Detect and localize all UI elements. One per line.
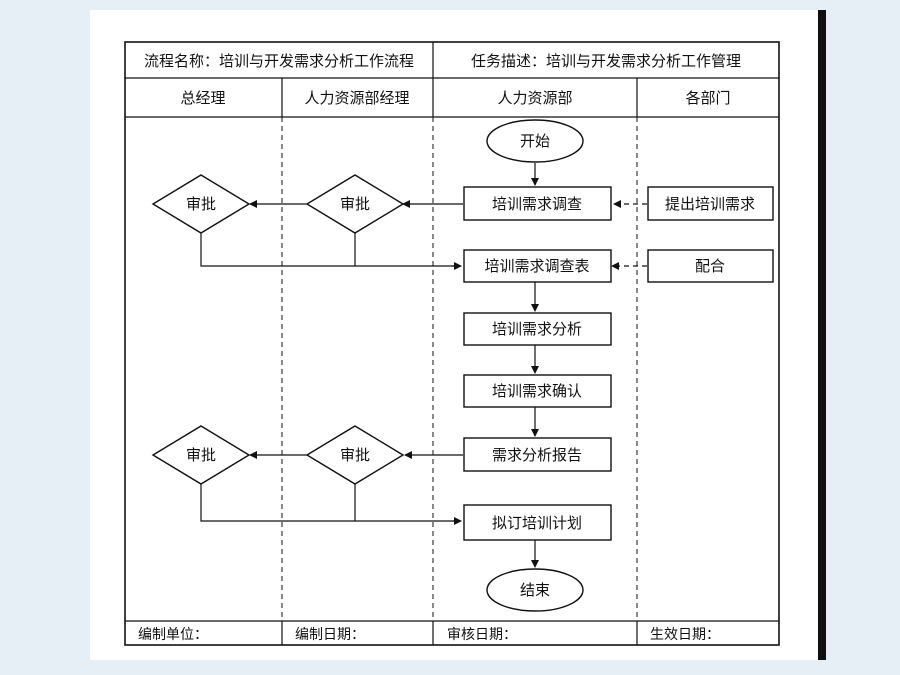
gm-approval-label-2: 审批 <box>186 446 216 464</box>
table-frame <box>124 41 780 646</box>
plan-label: 拟订培训计划 <box>492 514 582 532</box>
hrm-approval-diamond-1 <box>305 174 405 234</box>
lane-header-hr-department: 人力资源部 <box>497 89 572 107</box>
gm-approval-diamond-1 <box>151 174 251 234</box>
end-node <box>486 568 584 612</box>
end-label: 结束 <box>520 581 550 599</box>
survey-node <box>463 186 612 221</box>
footer-effective-date: 生效日期： <box>650 627 720 643</box>
process-name-label: 流程名称：培训与开发需求分析工作流程 <box>144 52 414 70</box>
footer-prepared-date: 编制日期： <box>295 627 365 643</box>
start-label: 开始 <box>520 132 550 150</box>
task-description-label: 任务描述：培训与开发需求分析工作管理 <box>471 52 741 70</box>
line-gm-approval-to-form <box>200 233 455 267</box>
propose-need-label: 提出培训需求 <box>665 195 755 213</box>
confirm-node <box>463 374 612 408</box>
report-label: 需求分析报告 <box>492 446 582 464</box>
propose-need-node <box>647 186 774 221</box>
confirm-label: 培训需求确认 <box>492 382 582 400</box>
shapes <box>151 119 774 612</box>
start-node <box>486 119 584 163</box>
gm-approval-label-1: 审批 <box>186 195 216 213</box>
hrm-approval-label-2: 审批 <box>340 446 370 464</box>
footer-unit: 编制单位： <box>138 627 208 643</box>
gm-approval-diamond-2 <box>151 425 251 485</box>
lane-header-general-manager: 总经理 <box>180 89 225 107</box>
hrm-approval-label-1: 审批 <box>340 195 370 213</box>
flowchart-sheet <box>90 10 818 660</box>
lane-dividers <box>281 117 638 621</box>
analysis-node <box>463 312 612 346</box>
lane-header-hr-manager: 人力资源部经理 <box>304 89 409 107</box>
survey-label: 培训需求调查 <box>492 195 582 213</box>
cooperate-label: 配合 <box>695 257 725 275</box>
page-edge-shadow <box>818 10 826 660</box>
hrm-approval-diamond-2 <box>305 425 405 485</box>
line-gm-approval-to-plan <box>200 484 455 522</box>
cooperate-node <box>647 249 774 283</box>
lane-header-departments: 各部门 <box>685 89 730 107</box>
survey-form-node <box>463 249 612 283</box>
footer-review-date: 审核日期： <box>447 627 517 643</box>
plan-node <box>463 504 612 541</box>
analysis-label: 培训需求分析 <box>492 320 582 338</box>
survey-form-label: 培训需求调查表 <box>484 257 589 275</box>
report-node <box>463 437 612 472</box>
connectors <box>200 163 647 568</box>
